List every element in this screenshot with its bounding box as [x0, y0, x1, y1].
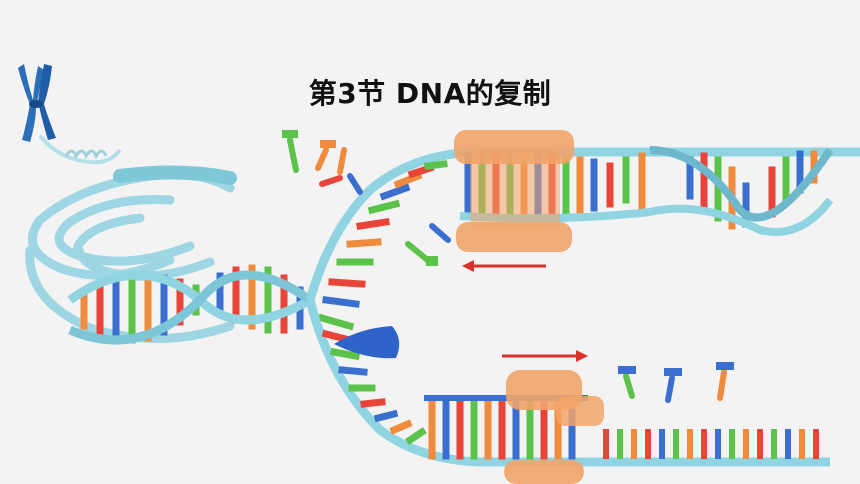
parent-helix [67, 264, 313, 345]
lower-template-strand [305, 298, 830, 467]
polymerase-icon [504, 370, 604, 484]
helicase-icon [334, 326, 400, 359]
page-title: 第3节 DNA的复制 [308, 77, 552, 110]
chromatin-fiber [38, 134, 122, 165]
direction-arrow-icon [502, 350, 588, 362]
upper-template-strand [305, 147, 860, 302]
polymerase-icon [454, 130, 574, 252]
upper-helix-twist [649, 146, 834, 222]
chromosome-icon [18, 64, 56, 142]
nucleotide-icon [282, 130, 734, 403]
coil-end [113, 165, 237, 185]
upper-fork-bases [317, 160, 448, 331]
coil-segment [64, 149, 108, 160]
lower-template-bases [603, 429, 819, 459]
direction-arrow-icon [462, 260, 546, 272]
